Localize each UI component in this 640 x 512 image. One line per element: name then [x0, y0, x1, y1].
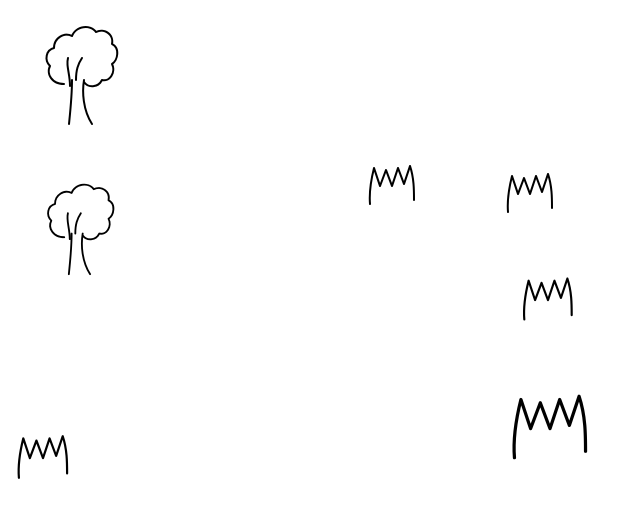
grass-tuft-icon — [17, 435, 69, 479]
grass-tuft-icon — [512, 394, 588, 460]
tree-icon — [45, 26, 119, 125]
grass-tuft-icon — [522, 277, 573, 321]
grass-tuft-icon — [506, 173, 553, 213]
grass-tuft-icon — [368, 165, 415, 205]
tree-icon — [47, 183, 115, 276]
